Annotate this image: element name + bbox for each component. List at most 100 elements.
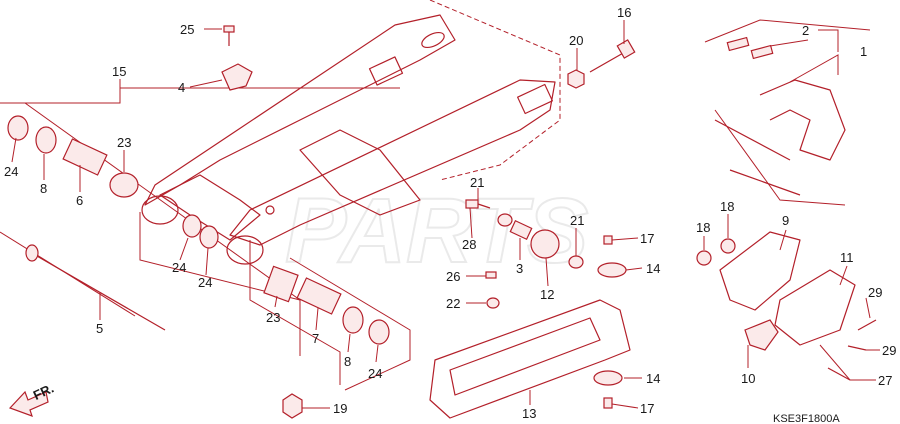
callout-29-b: 29 [882,343,896,358]
callout-9: 9 [782,213,789,228]
callout-1: 1 [860,44,867,59]
part-2-joint-link [750,44,774,60]
part-22-nut [486,297,500,309]
callout-24-a: 24 [4,164,18,179]
swingarm-upper-beam [144,14,456,206]
pivot-boss-left [141,195,179,225]
callout-2: 2 [802,23,809,38]
part-24-dust-seal-a [7,115,29,141]
callout-17-b: 17 [640,401,654,416]
callout-16: 16 [617,5,631,20]
part-16-bolt-head [616,39,636,59]
part-26-screw [485,271,497,279]
callout-20: 20 [569,33,583,48]
part-5-pivot-axle [29,251,166,331]
front-direction-arrow [8,390,49,417]
frame-swingarm-right [429,0,561,181]
part-19-nut [282,393,303,419]
swingarm-end-block [517,83,553,115]
callout-24-b: 24 [172,260,186,275]
part-2-joint-plate [726,36,750,52]
part-10-guide-bracket [744,319,779,351]
part-18-nut-b [720,238,736,254]
callout-8-b: 8 [344,354,351,369]
callout-14-a: 14 [646,261,660,276]
callout-25: 25 [180,22,194,37]
callout-28: 28 [462,237,476,252]
part-25-bolt-head [223,25,235,33]
part-17-screw-a [603,235,613,245]
callout-12: 12 [540,287,554,302]
swingarm-bolt-hole [265,205,275,215]
part-21-washer-a [497,213,513,227]
callout-21-b: 21 [570,213,584,228]
front-direction-label: FR. [31,381,56,403]
callout-18-b: 18 [720,199,734,214]
part-13-slider-inner [449,317,601,396]
part-6-collar [62,138,108,176]
part-4-guide-clamp [221,63,253,91]
part-11-guide-plate [774,269,856,346]
chain-run-upper [714,119,791,161]
callout-14-b: 14 [646,371,660,386]
part-7-collar [296,277,342,315]
callout-6: 6 [76,193,83,208]
frame-bush-lower [249,240,341,385]
callout-5: 5 [96,321,103,336]
part-23-bush-b [263,265,299,303]
swingarm-slider-block [368,56,404,86]
frame-bush-right [289,257,411,391]
swingarm-cross-member [299,129,421,216]
callout-7: 7 [312,331,319,346]
part-24-dust-seal-b [182,214,202,238]
part-24-dust-seal-c [199,225,219,249]
callout-24-c: 24 [198,275,212,290]
callout-18-a: 18 [696,220,710,235]
part-12-roller [530,229,560,259]
frame-15-top [0,87,400,104]
callout-15: 15 [112,64,126,79]
callout-23-a: 23 [117,135,131,150]
leader-lines [11,20,880,409]
callout-19: 19 [333,401,347,416]
part-27-bolt [827,367,851,381]
callout-10: 10 [741,371,755,386]
callout-27: 27 [878,373,892,388]
callout-26: 26 [446,269,460,284]
callout-24-d: 24 [368,366,382,381]
frame-chain-bottom [714,109,846,206]
part-17-screw-b [603,397,613,409]
hardware [7,25,877,419]
part-29-bolt-b [847,345,867,351]
part-5-axle-head [25,244,39,262]
group-frames [0,0,871,391]
part-3-collar [509,219,533,241]
part-8-bearing-a [35,126,57,154]
part-14-grommet-b [593,370,623,386]
axle-slot-upper [421,31,445,49]
callout-11: 11 [840,250,854,265]
callout-22: 22 [446,296,460,311]
callout-23-b: 23 [266,310,280,325]
part-24-dust-seal-d [368,319,390,345]
part-16-bolt-shank [589,51,626,73]
part-20-nut [567,69,585,89]
swingarm-lower-beam [229,79,556,246]
part-14-grommet-a [597,262,627,278]
callout-13: 13 [522,406,536,421]
part-28-bolt-shank [477,203,491,209]
frame-bush-upper [139,212,301,301]
callout-8-a: 8 [40,181,47,196]
part-8-bearing-b [342,306,364,334]
frame-left-bracket [0,102,301,356]
part-13-chain-slider [429,299,631,419]
part-28-bolt-head [465,199,479,209]
callout-labels: 25 4 15 16 20 2 1 24 8 6 23 24 24 21 28 … [4,5,896,421]
frame-chain-top [704,19,871,43]
callout-29-a: 29 [868,285,882,300]
part-29-bolt-a [857,319,877,331]
pivot-boss-right [226,235,264,265]
callout-17-a: 17 [640,231,654,246]
